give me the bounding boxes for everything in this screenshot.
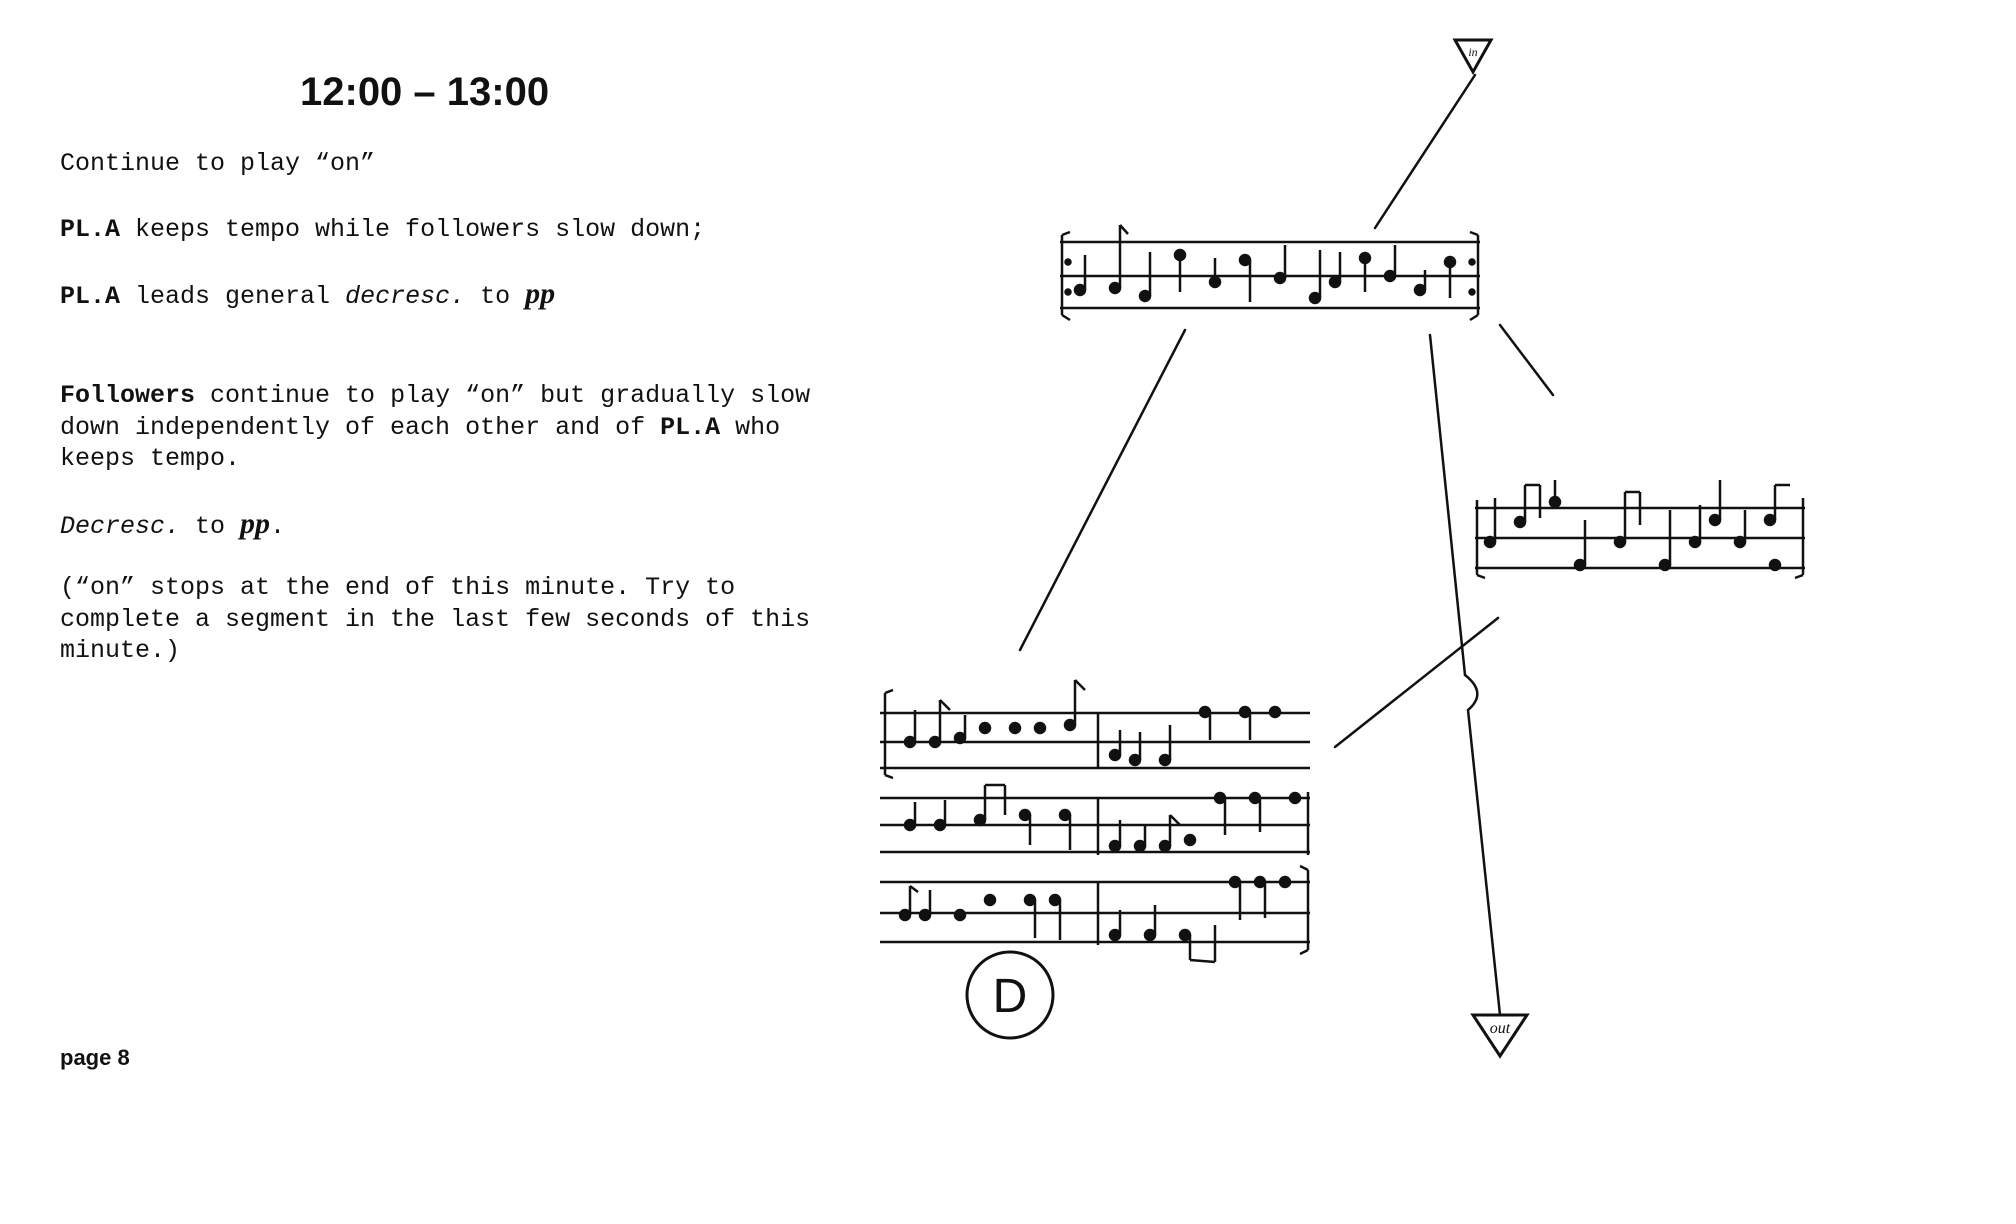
instruction-followers: Followers continue to play “on” but grad… [60, 380, 820, 475]
out-marker-label: out [1490, 1020, 1511, 1037]
instruction-text: to [465, 282, 526, 311]
instruction-text: leads general [120, 282, 346, 311]
dynamic-marking: pp [525, 277, 556, 310]
graphic-score: in out D [880, 38, 1805, 1059]
staff-segment-right [1475, 480, 1805, 580]
out-marker-icon: out [1470, 1013, 1530, 1059]
player-label: PL.A [60, 282, 121, 311]
staff-segment-bottom-left [880, 679, 1310, 964]
connector-line [1428, 333, 1467, 677]
dynamic-marking: pp [240, 507, 271, 540]
in-marker-icon: in [1452, 38, 1494, 76]
instruction-pla-decresc: PL.A leads general decresc. to pp [60, 278, 820, 313]
followers-label: Followers [60, 381, 196, 410]
connector-line [1018, 328, 1187, 652]
player-label: PL.A [660, 412, 721, 442]
instruction-pla-tempo: PL.A keeps tempo while followers slow do… [60, 214, 820, 246]
instruction-decresc: Decresc. to pp. [60, 508, 820, 543]
section-marker-label: D [993, 970, 1028, 1023]
staff-segment-top [1060, 224, 1480, 322]
instruction-text: who keeps tempo. [60, 412, 781, 474]
instruction-text: continue to play “on” but gradually slow… [60, 381, 811, 442]
decresc-marking: decresc. [345, 282, 466, 311]
in-marker-label: in [1468, 45, 1477, 59]
decresc-marking: Decresc. [60, 512, 181, 541]
section-d-marker: D [965, 950, 1055, 1040]
instruction-continue: Continue to play “on” [60, 149, 376, 178]
instruction-text: keeps tempo while followers slow down; [120, 215, 706, 244]
instruction-note: (“on” stops at the end of this minute. T… [60, 573, 811, 665]
connector-line [1373, 73, 1477, 230]
connector-line [1333, 616, 1500, 749]
connector-line [1463, 673, 1502, 1017]
connector-line [1498, 323, 1555, 397]
instruction-text: . [270, 512, 286, 541]
instruction-text: to [180, 512, 241, 541]
page-number: page 8 [60, 1045, 130, 1070]
section-time-range: 12:00 – 13:00 [300, 70, 550, 114]
player-label: PL.A [60, 215, 121, 244]
